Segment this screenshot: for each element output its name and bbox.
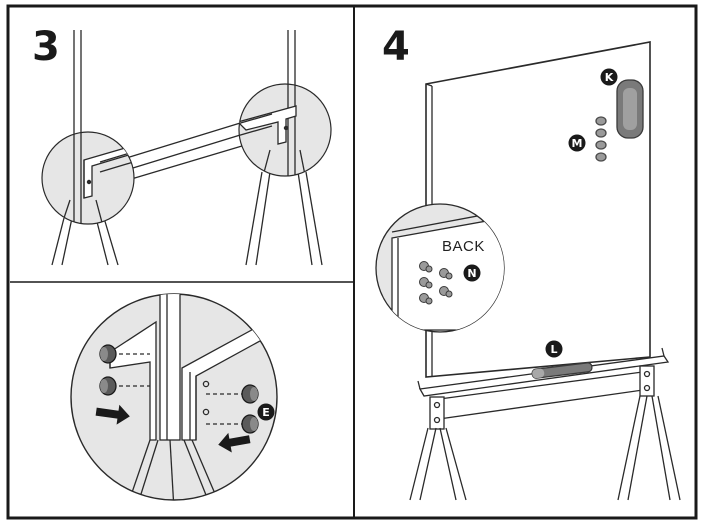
cap-left-upper — [99, 344, 117, 364]
cap-right-upper — [241, 384, 259, 404]
badge-l: L — [545, 340, 563, 358]
magnet-pin-icon — [419, 261, 433, 273]
push-arrow-right-icon — [218, 432, 251, 453]
badge-k: K — [600, 68, 618, 86]
outer-frame — [6, 4, 698, 520]
svg-text:K: K — [605, 71, 614, 84]
step-4-number: 4 — [382, 24, 410, 70]
magnet-pin-icon — [439, 268, 453, 280]
svg-text:E: E — [262, 406, 270, 419]
cap-left-lower — [99, 376, 117, 396]
magnets-group — [595, 116, 607, 162]
stand-legs — [409, 395, 681, 501]
magnet-pin-icon — [419, 293, 433, 305]
cap-right-lower — [241, 414, 259, 434]
eraser-icon — [616, 79, 644, 139]
badge-n: N — [463, 264, 481, 282]
magnet-icon — [595, 152, 607, 162]
push-arrow-left-icon — [95, 404, 130, 425]
step-4-panel: 4 K M — [375, 24, 681, 501]
svg-text:M: M — [572, 137, 583, 150]
magnet-icon — [595, 140, 607, 150]
magnet-icon — [595, 128, 607, 138]
magnet-pin-icon — [419, 277, 433, 289]
badge-m: M — [568, 134, 586, 152]
svg-text:L: L — [550, 343, 557, 356]
svg-text:N: N — [467, 267, 476, 280]
step-3-panel: 3 — [10, 24, 353, 501]
magnet-icon — [595, 116, 607, 126]
step-3-number: 3 — [32, 24, 60, 70]
badge-e: E — [257, 403, 275, 421]
magnet-pin-icon — [439, 286, 453, 298]
marker-icon — [531, 362, 593, 379]
back-label: BACK — [442, 238, 485, 255]
